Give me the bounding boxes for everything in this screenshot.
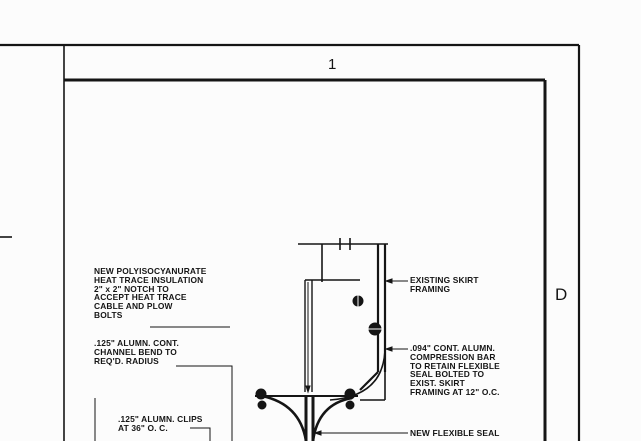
bolt-mid-lower: [344, 388, 356, 400]
compression-bar: [329, 300, 386, 401]
bolt-clip-right: [345, 400, 355, 410]
annotation-clips: .125" ALUMN. CLIPS AT 36" O. C.: [118, 414, 203, 433]
flexible-seal: [255, 394, 358, 441]
annotation-insulation: NEW POLYISOCYANURATE HEAT TRACE INSULATI…: [94, 266, 207, 320]
leader-lines: [150, 278, 408, 441]
annotation-channel: .125" ALUMN. CONT. CHANNEL BEND TO REQ'D…: [94, 338, 180, 366]
annotation-existing-framing: EXISTING SKIRT FRAMING: [410, 275, 479, 294]
sheet-border: [0, 43, 581, 441]
annotation-compression-bar: .094" CONT. ALUMN. COMPRESSION BAR TO RE…: [410, 343, 500, 397]
bolt-clip: [257, 400, 267, 410]
sheet-column-number: 1: [328, 56, 337, 73]
bolts: [255, 294, 382, 410]
bolt-left-lower: [255, 388, 267, 400]
insulation-outline: [304, 279, 360, 392]
annotation-flexible-seal: NEW FLEXIBLE SEAL: [410, 428, 500, 438]
sheet-row-letter: D: [555, 285, 568, 304]
